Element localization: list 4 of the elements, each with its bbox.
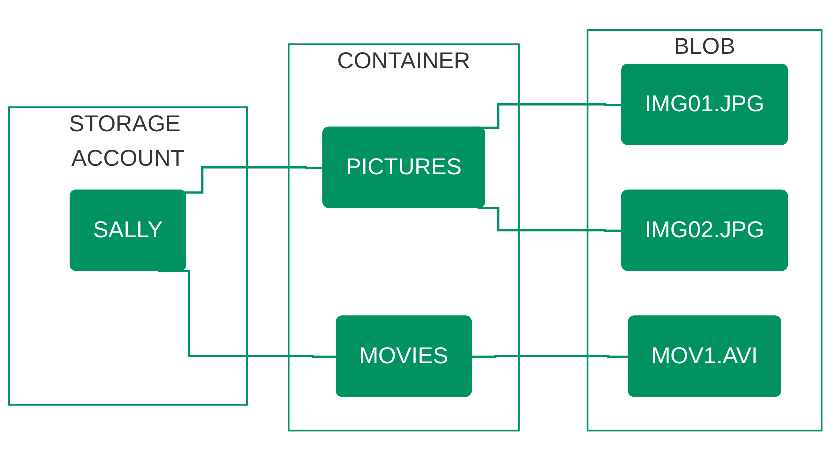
connector [478,207,623,232]
connector [158,270,338,358]
connector [184,166,324,194]
connector [472,355,630,358]
